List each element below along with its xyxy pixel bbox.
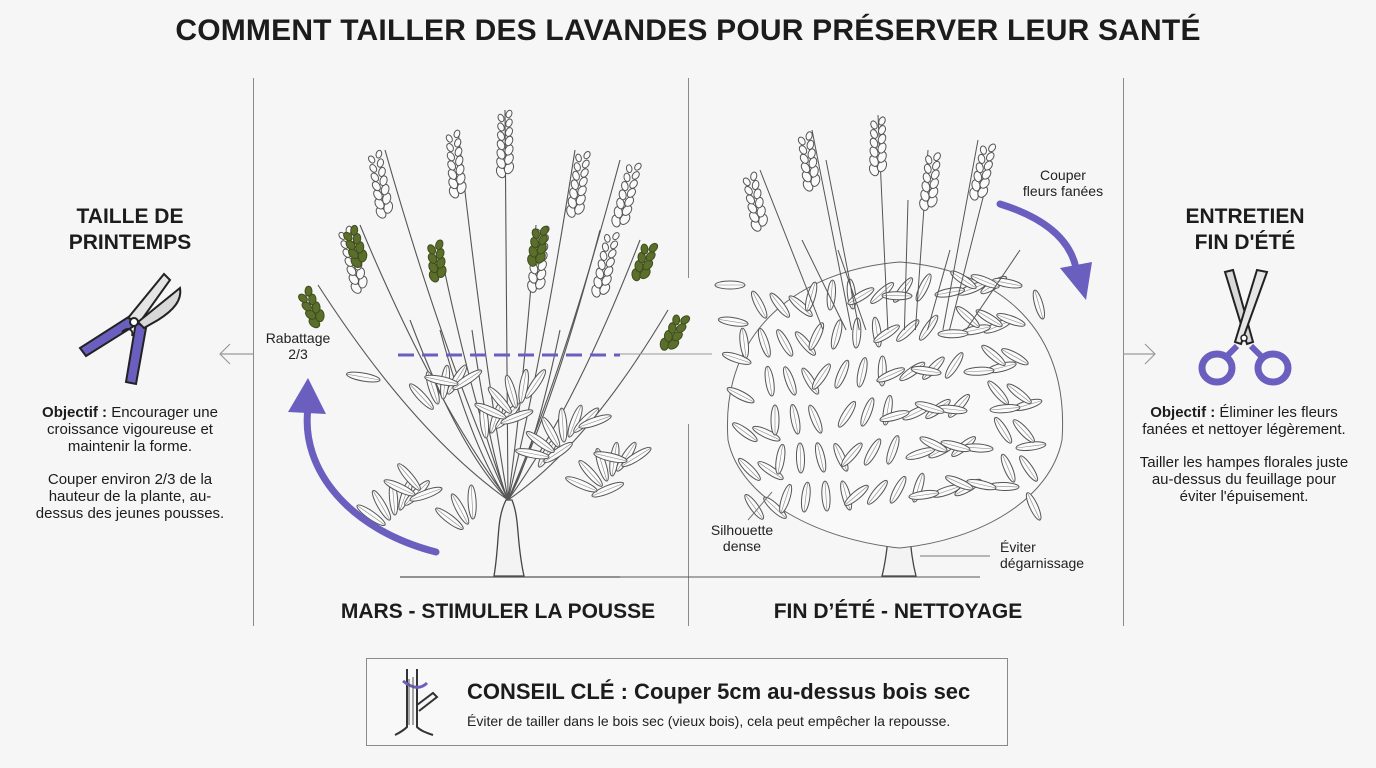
tip-body: Éviter de tailler dans le bois sec (vieu… — [467, 713, 951, 729]
spring-cut-label-line1: Rabattage — [265, 330, 331, 346]
spring-lavender-plant — [298, 109, 691, 577]
degarnissage-note-line1: Éviter — [1000, 539, 1036, 555]
right-objective-label: Objectif : — [1150, 404, 1216, 421]
spent-flower-stem — [837, 249, 867, 331]
silhouette-note: Silhouette dense — [700, 522, 784, 554]
right-title-line1: ENTRETIEN — [1185, 205, 1305, 228]
faded-flower-spike — [797, 131, 821, 192]
pruning-shears-icon — [78, 272, 182, 386]
green-bud — [631, 242, 659, 282]
connector-arrow-left — [219, 343, 253, 365]
summer-caption: FIN D’ÉTÉ - NETTOYAGE — [773, 600, 1023, 623]
spring-stem — [437, 239, 509, 501]
left-title-line1: TAILLE DE — [76, 205, 184, 228]
spring-cut-label: Rabattage 2/3 — [256, 330, 340, 362]
spring-stem — [471, 329, 509, 501]
spent-flower-stem — [965, 249, 1021, 331]
regrowth-arrow — [303, 404, 440, 556]
green-bud — [427, 239, 447, 283]
right-title: ENTRETIEN FIN D'ÉTÉ — [1145, 204, 1345, 256]
left-objective-label: Objectif : — [42, 404, 108, 421]
spring-stem — [439, 329, 509, 501]
spent-flower-stem — [811, 129, 853, 331]
woody-stem-icon — [394, 669, 439, 736]
deadhead-arrow-head — [1060, 262, 1092, 300]
summer-cut-label-line1: Couper — [1040, 167, 1086, 183]
left-description: Objectif : Encourager une croissance vig… — [25, 404, 235, 538]
spring-cut-label-line2: 2/3 — [288, 346, 308, 362]
spring-stem — [507, 159, 621, 501]
degarnissage-note: Éviter dégarnissage — [1000, 539, 1110, 571]
illustration-canvas — [219, 109, 1156, 578]
lavender-flower-spike — [368, 149, 394, 219]
left-title-line2: PRINTEMPS — [68, 231, 192, 254]
divider-left — [253, 78, 254, 626]
spent-flower-stem — [942, 139, 979, 331]
page-title: COMMENT TAILLER DES LAVANDES POUR PRÉSER… — [175, 14, 1201, 47]
lavender-flower-spike — [591, 232, 620, 298]
lavender-flower-spike — [445, 129, 467, 199]
green-bud — [298, 285, 325, 329]
spring-caption: MARS - STIMULER LA POUSSE — [340, 600, 656, 623]
divider-center-top — [688, 78, 689, 278]
spring-stem — [507, 239, 641, 501]
right-instruction: Tailler les hampes florales juste au-des… — [1139, 454, 1349, 505]
right-title-line2: FIN D'ÉTÉ — [1194, 231, 1296, 254]
left-instruction: Couper environ 2/3 de la hauteur de la p… — [35, 471, 225, 522]
right-objective-text: Éliminer les fleurs fanées et nettoyer l… — [1142, 404, 1346, 438]
connector-arrow-right — [1123, 343, 1156, 365]
spring-trunk — [493, 499, 525, 577]
faded-flower-spike — [919, 152, 941, 211]
left-objective-text: Encourager une croissance vigoureuse et … — [47, 404, 218, 455]
spring-stem — [384, 149, 509, 501]
silhouette-leader — [747, 491, 773, 521]
faded-flower-spike — [742, 171, 768, 232]
spent-flower-stem — [759, 169, 824, 331]
silhouette-note-line2: dense — [722, 538, 762, 554]
lavender-flower-spike — [495, 109, 515, 179]
spring-stem — [409, 319, 509, 501]
lavender-flower-spike — [611, 162, 642, 228]
regrowth-arrow-head — [288, 378, 326, 414]
summer-cut-label: Couper fleurs fanées — [1008, 167, 1118, 199]
right-objective: Objectif : Éliminer les fleurs fanées et… — [1139, 404, 1349, 438]
summer-lavender-plant — [714, 114, 1064, 577]
left-objective: Objectif : Encourager une croissance vig… — [25, 404, 235, 455]
faded-flower-spike — [868, 116, 888, 177]
summer-cut-label-line2: fleurs fanées — [1022, 183, 1104, 199]
green-bud — [527, 225, 549, 267]
faded-flower-spike — [969, 143, 997, 201]
spent-flower-stem — [903, 199, 909, 331]
left-title: TAILLE DE PRINTEMPS — [30, 204, 230, 256]
spent-flower-stem — [927, 249, 951, 331]
key-tip-box: CONSEIL CLÉ : Couper 5cm au-dessus bois … — [366, 658, 1008, 746]
tip-heading: CONSEIL CLÉ : Couper 5cm au-dessus bois … — [467, 679, 971, 704]
spring-stem — [507, 149, 576, 501]
divider-center-bottom — [688, 424, 689, 626]
spent-flower-stem — [801, 239, 847, 331]
scissors-icon — [1198, 268, 1292, 386]
right-description: Objectif : Éliminer les fleurs fanées et… — [1139, 404, 1349, 521]
divider-right — [1123, 78, 1124, 626]
green-bud — [659, 314, 691, 351]
deadhead-arrow — [996, 200, 1080, 272]
spring-stem — [317, 284, 509, 501]
spent-flower-stem — [825, 159, 860, 331]
silhouette-note-line1: Silhouette — [710, 522, 774, 538]
lavender-flower-spike — [566, 151, 591, 218]
green-bud — [343, 224, 368, 268]
degarnissage-note-line2: dégarnissage — [1000, 555, 1085, 571]
